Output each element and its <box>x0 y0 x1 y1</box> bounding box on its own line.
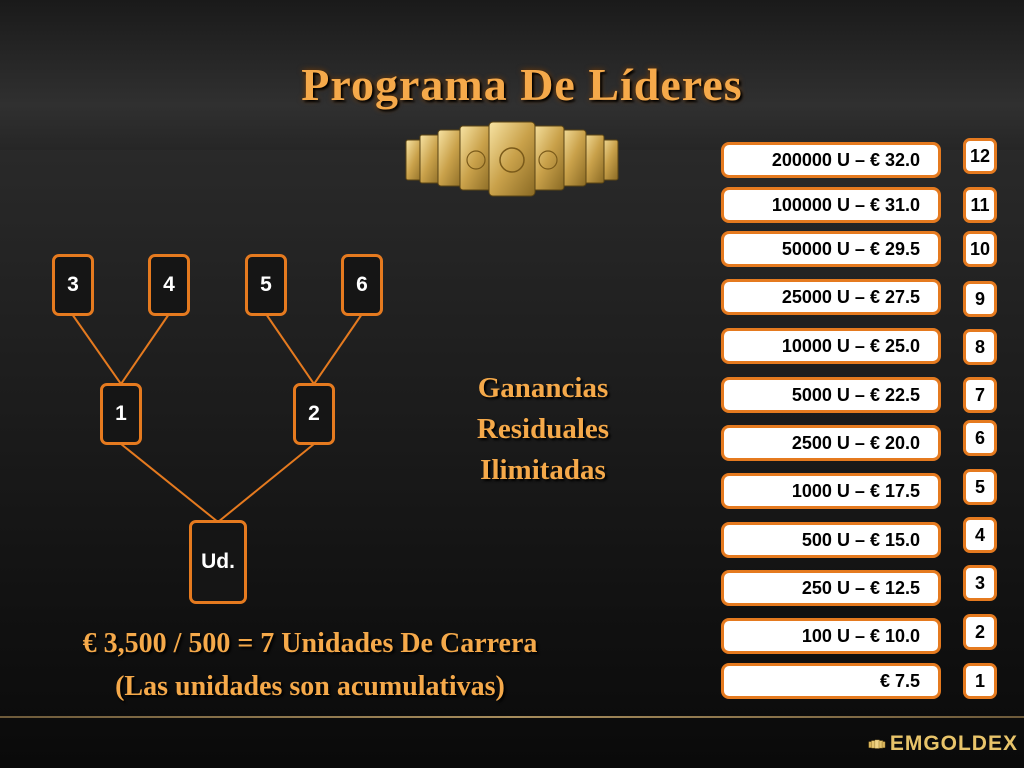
level-box-9: 25000 U – € 27.5 <box>721 279 941 315</box>
level-rank-7: 7 <box>963 377 997 413</box>
footer-logo: EMGOLDEX <box>868 726 1018 762</box>
tree-node-5: 5 <box>245 254 287 316</box>
formula-text: € 3,500 / 500 = 7 Unidades De Carrera (L… <box>0 622 620 708</box>
level-box-3: 250 U – € 12.5 <box>721 570 941 606</box>
level-box-5: 1000 U – € 17.5 <box>721 473 941 509</box>
level-box-8: 10000 U – € 25.0 <box>721 328 941 364</box>
level-rank-11: 11 <box>963 187 997 223</box>
level-rank-6: 6 <box>963 420 997 456</box>
level-box-10: 50000 U – € 29.5 <box>721 231 941 267</box>
level-box-12: 200000 U – € 32.0 <box>721 142 941 178</box>
level-box-1: € 7.5 <box>721 663 941 699</box>
level-rank-3: 3 <box>963 565 997 601</box>
tree-node-4: 4 <box>148 254 190 316</box>
tree-node-2: 2 <box>293 383 335 445</box>
headline-line-2: Residuales <box>476 413 610 445</box>
headline-line-3: Ilimitadas <box>480 454 606 486</box>
level-rank-8: 8 <box>963 329 997 365</box>
level-rank-2: 2 <box>963 614 997 650</box>
tree-node-1: 1 <box>100 383 142 445</box>
level-rank-9: 9 <box>963 281 997 317</box>
level-rank-4: 4 <box>963 517 997 553</box>
level-box-6: 2500 U – € 20.0 <box>721 425 941 461</box>
level-box-7: 5000 U – € 22.5 <box>721 377 941 413</box>
level-box-11: 100000 U – € 31.0 <box>721 187 941 223</box>
formula-line-1: € 3,500 / 500 = 7 Unidades De Carrera <box>82 628 538 659</box>
tree-node-you: Ud. <box>189 520 247 604</box>
gold-bars-icon <box>405 121 619 197</box>
footer-rule <box>0 716 1024 718</box>
tree-node-3: 3 <box>52 254 94 316</box>
level-rank-12: 12 <box>963 138 997 174</box>
level-rank-5: 5 <box>963 469 997 505</box>
slide-title: Programa De Líderes <box>301 59 743 110</box>
headline: Ganancias Residuales Ilimitadas <box>420 368 666 491</box>
formula-line-2: (Las unidades son acumulativas) <box>115 671 505 702</box>
tree-node-6: 6 <box>341 254 383 316</box>
level-box-4: 500 U – € 15.0 <box>721 522 941 558</box>
level-box-2: 100 U – € 10.0 <box>721 618 941 654</box>
headline-line-1: Ganancias <box>477 372 609 404</box>
logo-text: EMGOLDEX <box>889 732 1018 755</box>
emgoldex-logo-icon <box>868 739 886 749</box>
level-rank-1: 1 <box>963 663 997 699</box>
level-rank-10: 10 <box>963 231 997 267</box>
